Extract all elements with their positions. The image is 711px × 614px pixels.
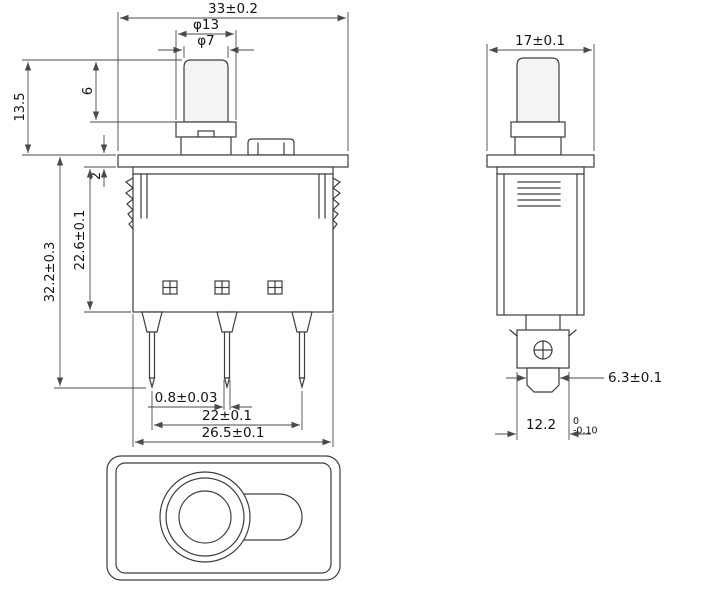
dim-label-latch-width: 6.3±0.1 — [608, 370, 662, 386]
dim-label-base-tol-upper: 0 — [573, 416, 579, 427]
dim-label-base-tol-lower: -0.10 — [573, 426, 598, 437]
side-screw-detail — [533, 340, 553, 360]
side-button-plunger — [516, 57, 560, 123]
side-button-collar — [510, 121, 566, 138]
front-side-block — [247, 138, 295, 156]
dim-label-body-height: 22.6±0.1 — [73, 210, 88, 271]
dim-label-cap-height: 13.5 — [13, 93, 28, 122]
side-flange — [486, 154, 595, 168]
dim-label-button-inner-dia: φ7 — [197, 33, 215, 49]
dim-label-flange-thickness: 2 — [89, 172, 104, 180]
bottom-button-inner-circle — [178, 490, 232, 544]
side-dimensions: 17±0.1 6.3±0.1 12.2 0 -0.10 — [486, 33, 662, 440]
dim-label-button-outer-dia: φ13 — [193, 17, 219, 33]
front-pin — [291, 311, 313, 390]
side-base — [526, 367, 560, 393]
dim-label-side-flange-width: 17±0.1 — [515, 33, 565, 49]
dim-label-button-height: 6 — [81, 87, 96, 95]
front-terminal-window — [267, 280, 283, 295]
dim-label-base-width: 12.2 — [526, 417, 556, 433]
dim-label-pin-pitch: 22±0.1 — [202, 408, 252, 424]
dim-label-body-width: 26.5±0.1 — [202, 425, 265, 441]
side-body — [496, 166, 585, 316]
front-pin — [216, 311, 238, 390]
bottom-view — [106, 455, 341, 581]
front-flange — [117, 154, 349, 168]
dim-label-pin-thickness: 0.8±0.03 — [155, 390, 218, 406]
front-right-teeth — [332, 177, 342, 230]
front-dimensions: 33±0.2 φ13 φ7 13.5 6 2 — [13, 1, 349, 447]
front-view: 33±0.2 φ13 φ7 13.5 6 2 — [13, 1, 349, 447]
side-view: 17±0.1 6.3±0.1 12.2 0 -0.10 — [486, 33, 662, 440]
front-button-plunger — [183, 59, 229, 123]
side-vent-lines — [517, 181, 561, 207]
front-left-teeth — [124, 177, 134, 230]
front-outline — [117, 59, 349, 390]
front-terminal-window — [214, 280, 230, 295]
front-pin — [141, 311, 163, 390]
front-terminal-window — [162, 280, 178, 295]
front-button-stem — [180, 136, 232, 156]
dim-label-overall-height: 32.2±0.3 — [43, 242, 58, 303]
side-button-stem — [514, 136, 562, 156]
side-outline — [486, 57, 595, 393]
bottom-button-ring — [165, 477, 245, 557]
dim-label-front-flange-width: 33±0.2 — [208, 1, 258, 17]
